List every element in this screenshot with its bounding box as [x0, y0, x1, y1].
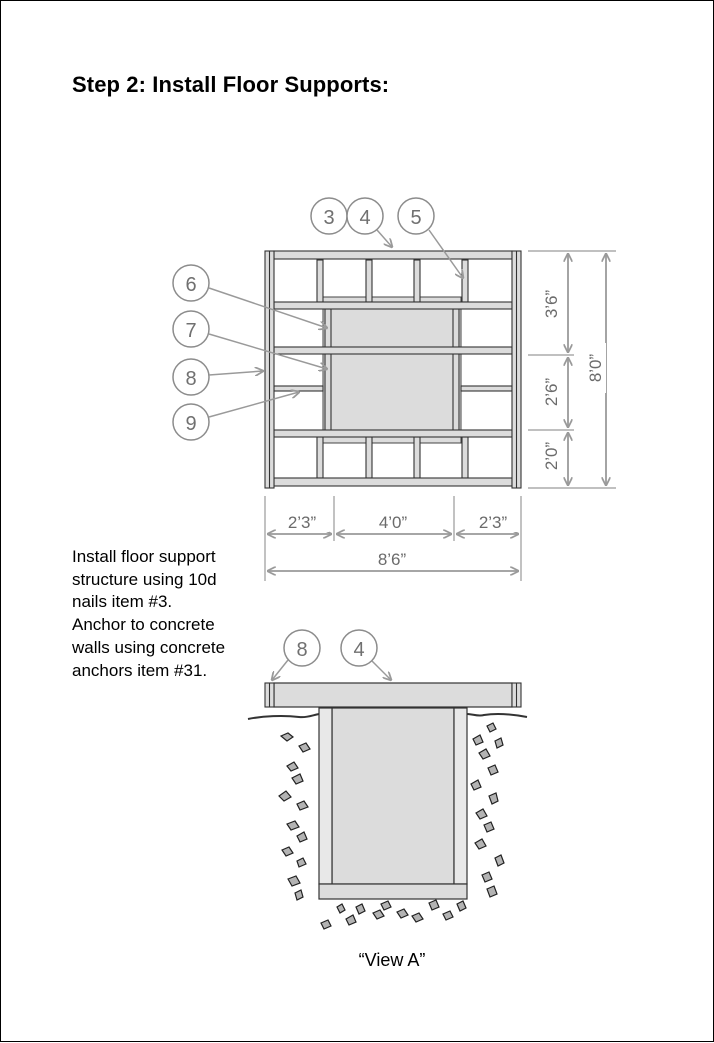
section-leader-lines — [272, 659, 391, 680]
gravel-backfill — [278, 722, 505, 930]
right-dimensions: 3’6” 2’6” 2’0” 8’0” — [528, 250, 616, 489]
dim-overall-width: 8’6” — [378, 550, 407, 569]
callout-7-label: 7 — [185, 320, 196, 342]
pier-wall-right — [453, 707, 468, 885]
dim-bottom-right: 2’3” — [479, 513, 508, 532]
callout-9: 9 — [172, 403, 210, 441]
bottom-dimensions: 2’3” 4’0” 2’3” 8’6” — [264, 496, 522, 581]
callout-5-label: 5 — [410, 207, 421, 229]
callout-7: 7 — [172, 310, 210, 348]
instruction-line: nails item #3. — [72, 592, 173, 612]
instruction-line: Install floor support — [72, 547, 216, 566]
instruction-line: anchors item #31. — [72, 660, 208, 680]
callout-3-label: 3 — [323, 207, 334, 229]
callout-4: 4 — [346, 197, 384, 235]
beam-end-rims — [264, 682, 522, 708]
dim-bottom-left: 2’3” — [288, 513, 317, 532]
footing — [318, 883, 468, 900]
callout-3: 3 — [310, 197, 348, 235]
callout-6-label: 6 — [185, 274, 196, 296]
section-callout-8: 8 — [283, 629, 321, 667]
step-title: Step 2: Install Floor Supports: — [72, 72, 390, 97]
ground-line — [247, 712, 528, 720]
callout-5: 5 — [397, 197, 435, 235]
center-pier-area — [322, 296, 462, 444]
section-callout-4-label: 4 — [353, 639, 364, 661]
dim-right-mid: 2’6” — [542, 377, 561, 406]
section-callout-4: 4 — [340, 629, 378, 667]
instructions-text: Install floor support structure using 10… — [72, 546, 272, 682]
floor-beam — [273, 682, 513, 708]
callout-9-label: 9 — [185, 413, 196, 435]
dim-bottom-center: 4’0” — [379, 513, 408, 532]
plan-view — [264, 250, 522, 489]
dim-overall-height: 8’0” — [586, 353, 605, 382]
instruction-line: walls using concrete — [72, 637, 226, 657]
callout-4-label: 4 — [359, 207, 370, 229]
section-view: 8 4 “View A” — [247, 629, 528, 970]
plan-leader-lines — [208, 229, 463, 418]
callout-6: 6 — [172, 264, 210, 302]
section-callout-8-label: 8 — [296, 639, 307, 661]
concrete-pier — [331, 707, 455, 885]
pier-wall-left — [318, 707, 333, 885]
instruction-line: Anchor to concrete — [72, 615, 215, 635]
dim-right-top: 3’6” — [542, 289, 561, 318]
rim-boards — [264, 250, 522, 489]
top-vertical-joists — [316, 259, 469, 303]
callout-8-label: 8 — [185, 368, 196, 390]
callout-8: 8 — [172, 358, 210, 396]
dim-right-bottom: 2’0” — [542, 441, 561, 470]
instruction-line: structure using 10d — [72, 569, 217, 589]
plan-callouts: 3 4 5 6 7 8 9 — [172, 197, 435, 441]
view-a-caption: “View A” — [359, 950, 426, 970]
